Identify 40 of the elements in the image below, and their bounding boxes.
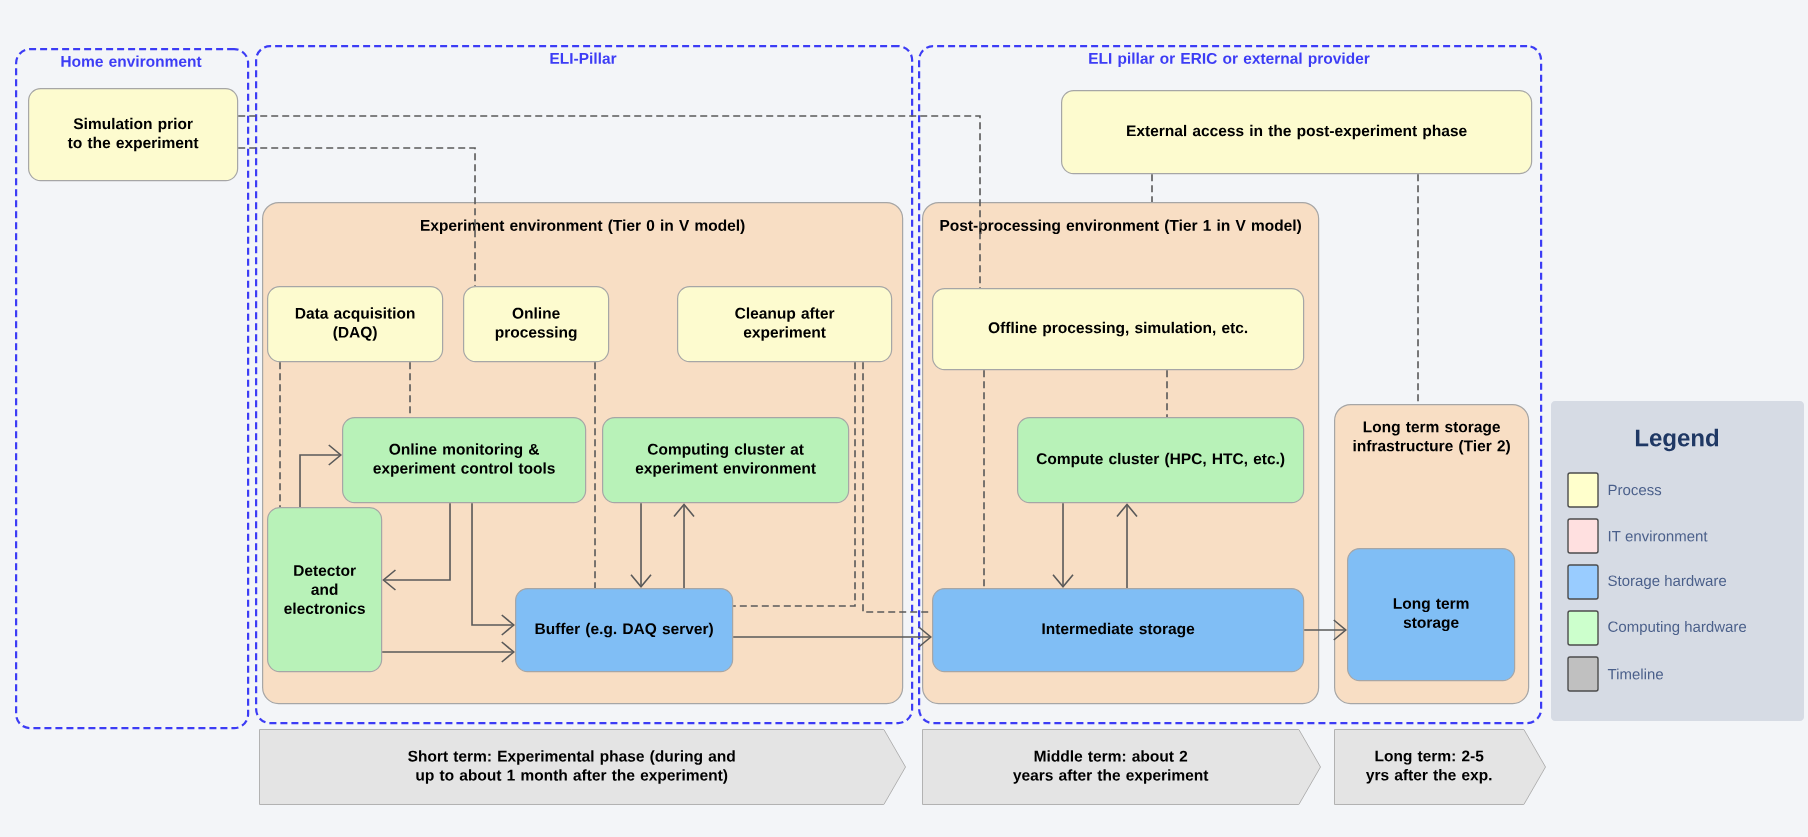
connector-line: [1166, 369, 1168, 418]
arrow: [630, 502, 652, 588]
connector-line: [279, 361, 281, 508]
storage-box: Intermediate storage: [932, 588, 1305, 673]
process-box: Cleanup after experiment: [677, 286, 893, 363]
connector-line: [983, 369, 985, 589]
legend-text: Process: [1608, 484, 1662, 496]
process-box: Online processing: [463, 286, 610, 363]
arrow: [1052, 502, 1074, 588]
process-box: Simulation prior to the experiment: [28, 88, 239, 182]
computing-box: Online monitoring & experiment control tools: [342, 417, 587, 504]
phase-banner: Middle term: about 2 years after the experiment: [922, 729, 1321, 805]
arrow: [673, 503, 695, 589]
legend-title: Legend: [1635, 428, 1719, 452]
legend-text: Timeline: [1607, 668, 1663, 680]
phase-banner: Short term: Experimental phase (during and up to about 1 month after the experiment): [259, 729, 906, 805]
arrow: [732, 626, 932, 648]
computing-box: Detector and electronics: [267, 507, 383, 673]
connector-line: [237, 147, 476, 287]
computing-box: Computing cluster at experiment environment: [602, 417, 850, 504]
legend-text: IT environment: [1608, 530, 1708, 542]
connector-line: [1151, 173, 1153, 203]
process-box: External access in the post-experiment phase: [1061, 90, 1533, 175]
arrow: [471, 502, 515, 636]
process-box: Data acquisition (DAQ): [267, 286, 444, 363]
arrow: [382, 502, 451, 591]
arrow: [1303, 619, 1347, 641]
legend-text: Storage hardware: [1608, 575, 1727, 589]
connector-line: [594, 361, 596, 589]
arrow: [381, 641, 515, 663]
legend-text: Computing hardware: [1608, 621, 1747, 635]
connector-line: [732, 361, 856, 607]
process-box: Offline processing, simulation, etc.: [932, 288, 1305, 371]
storage-box: Long term storage: [1347, 548, 1516, 682]
phase-banner: Long term: 2-5 yrs after the exp.: [1334, 729, 1546, 805]
arrow: [299, 444, 342, 508]
arrow: [1116, 503, 1138, 589]
computing-box: Compute cluster (HPC, HTC, etc.): [1017, 417, 1305, 504]
storage-box: Buffer (e.g. DAQ server): [515, 588, 734, 673]
connector-line: [237, 115, 981, 289]
